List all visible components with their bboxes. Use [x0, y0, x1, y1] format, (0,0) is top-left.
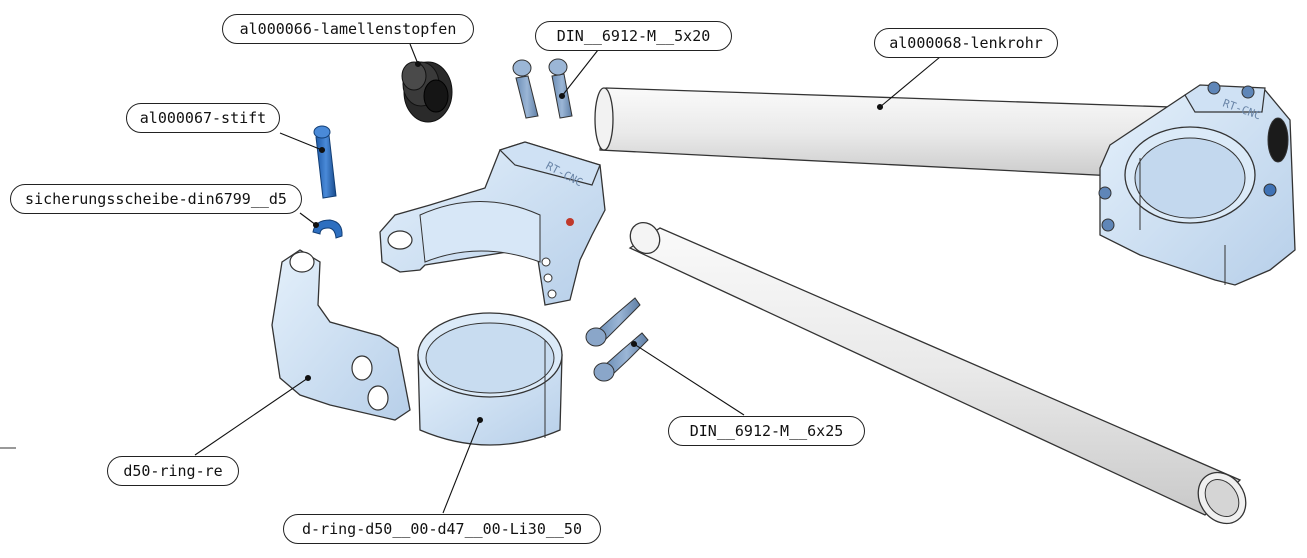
leader-lines	[194, 43, 941, 514]
label-ring-re: d50-ring-re	[107, 456, 239, 486]
label-din-6x25: DIN__6912-M__6x25	[668, 416, 865, 446]
tube-lower	[628, 221, 1247, 525]
lamellenstopfen-part	[401, 61, 453, 123]
ring-re-part	[271, 249, 411, 421]
bolts-5x20	[512, 58, 573, 119]
label-d-ring: d-ring-d50__00-d47__00-Li30__50	[283, 514, 601, 544]
clamp-assembled-right: RT-CNC	[1098, 81, 1296, 286]
label-stift: al000067-stift	[126, 103, 280, 133]
d-ring-part	[417, 312, 563, 446]
stift-part	[313, 125, 337, 199]
label-sicherungsscheibe: sicherungsscheibe-din6799__d5	[10, 184, 302, 214]
bolts-6x25	[585, 297, 649, 382]
label-lamellenstopfen: al000066-lamellenstopfen	[222, 14, 474, 44]
sicherungsscheibe-part	[312, 219, 343, 239]
label-din-5x20: DIN__6912-M__5x20	[535, 21, 732, 51]
clamp-upper-exploded: RT-CNC	[379, 141, 606, 306]
label-lenkrohr: al000068-lenkrohr	[874, 28, 1058, 58]
